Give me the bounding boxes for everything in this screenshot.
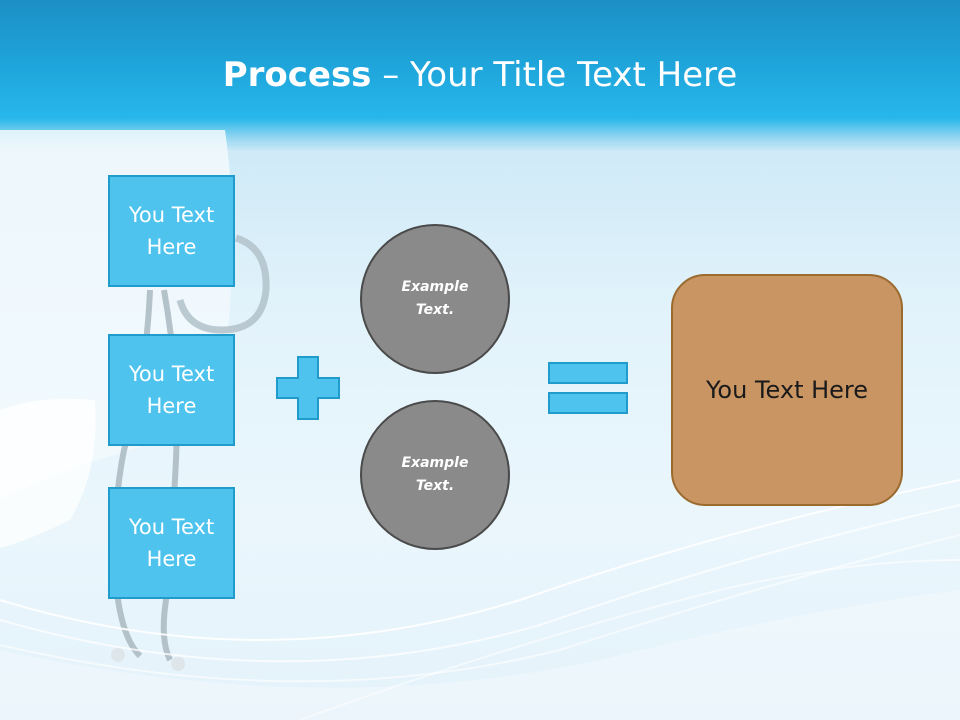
wave-glow [0,590,960,720]
text-box-3: You Text Here [108,487,235,599]
title-bold: Process [222,55,372,95]
title-rest: – Your Title Text Here [371,55,738,95]
wave-2 [0,504,960,663]
equals-icon [548,362,628,414]
text-box-2: You Text Here [108,334,235,446]
example-circle-2: Example Text. [360,400,510,550]
page-title: Process – Your Title Text Here [0,50,960,100]
stethoscope-earpiece-right [171,657,185,671]
stethoscope-earpiece-left [111,648,125,662]
text-box-1: You Text Here [108,175,235,287]
plus-icon [276,356,340,420]
wave-4 [299,559,960,720]
stethoscope-ring [176,234,270,334]
header-band [0,0,960,150]
example-circle-1: Example Text. [360,224,510,374]
wave-1 [0,479,960,641]
result-box: You Text Here [671,274,903,506]
coat-sleeve [0,398,96,548]
